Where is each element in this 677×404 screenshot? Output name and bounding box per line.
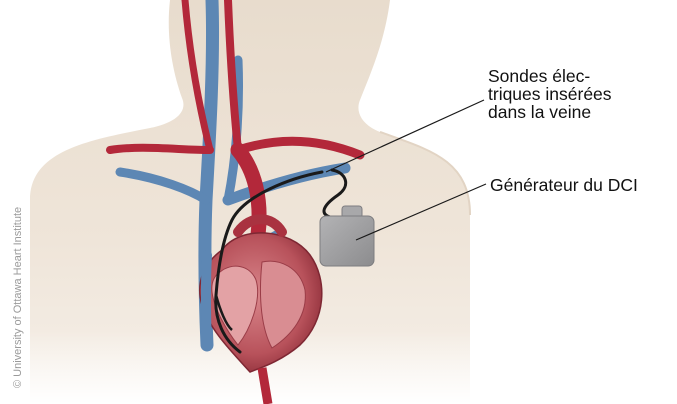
leads-label-line1: Sondes élec- [488,67,612,85]
leads-label-line3: dans la veine [488,103,612,121]
leads-label-line2: triques insérées [488,85,612,103]
leads-label: Sondes élec- triques insérées dans la ve… [488,67,612,121]
bottom-fade [0,330,677,404]
copyright-text: © University of Ottawa Heart Institute [12,207,24,388]
generator-label: Générateur du DCI [490,176,638,194]
